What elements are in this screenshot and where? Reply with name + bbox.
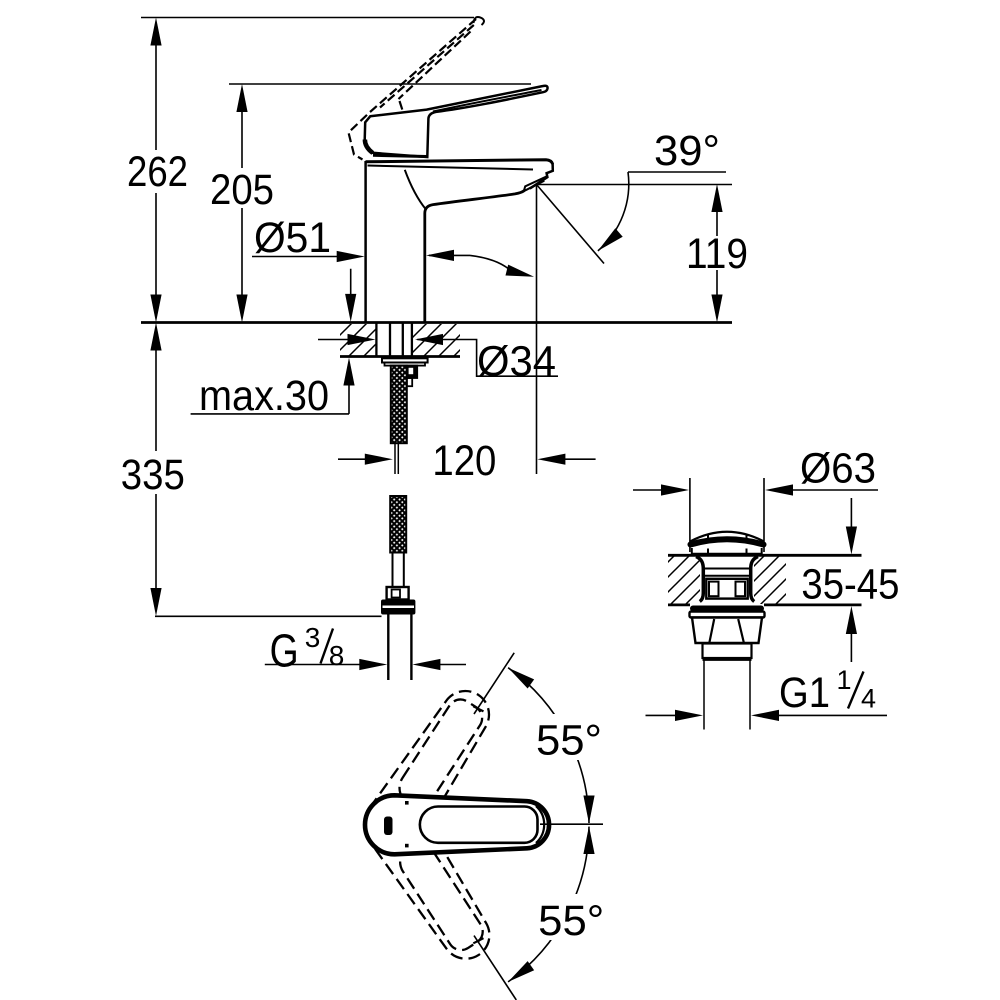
svg-text:G: G bbox=[270, 625, 299, 677]
svg-text:max.30: max.30 bbox=[199, 372, 329, 420]
svg-text:3: 3 bbox=[305, 622, 321, 653]
svg-text:262: 262 bbox=[127, 148, 188, 196]
svg-text:1: 1 bbox=[837, 665, 852, 695]
svg-text:Ø51: Ø51 bbox=[254, 214, 331, 262]
svg-text:4: 4 bbox=[861, 684, 876, 714]
svg-text:39°: 39° bbox=[654, 127, 720, 175]
svg-text:G1: G1 bbox=[779, 669, 830, 717]
svg-text:205: 205 bbox=[210, 166, 274, 214]
svg-text:Ø34: Ø34 bbox=[477, 338, 556, 386]
svg-text:119: 119 bbox=[686, 230, 748, 278]
svg-text:120: 120 bbox=[432, 437, 496, 485]
svg-text:Ø63: Ø63 bbox=[800, 445, 876, 493]
svg-text:55°: 55° bbox=[536, 717, 602, 765]
svg-text:35-45: 35-45 bbox=[801, 561, 899, 609]
svg-text:55°: 55° bbox=[538, 897, 604, 945]
svg-text:335: 335 bbox=[121, 451, 185, 499]
svg-text:8: 8 bbox=[329, 640, 345, 671]
